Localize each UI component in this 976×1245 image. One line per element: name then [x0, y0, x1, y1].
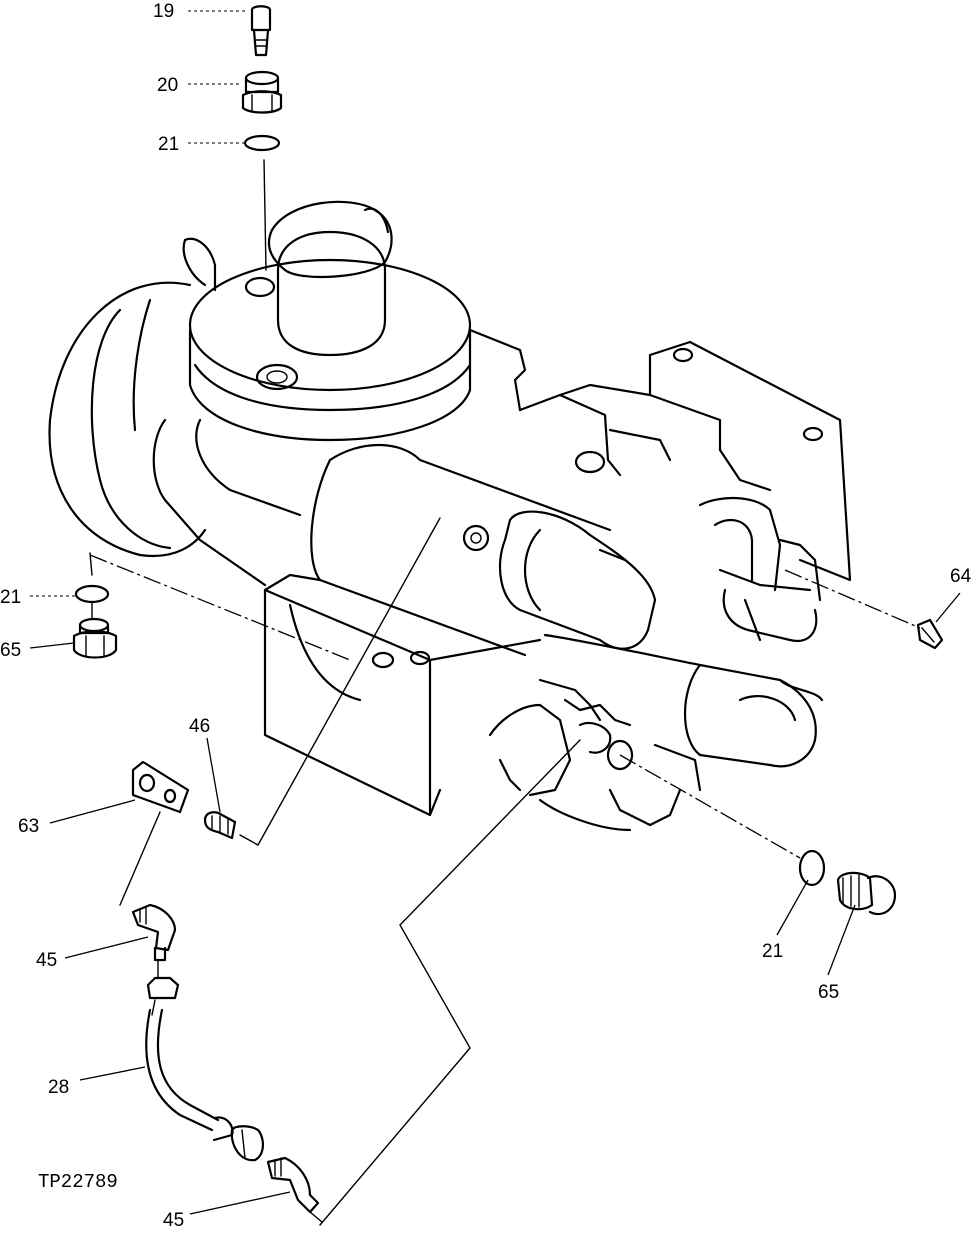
callout-20: 20	[157, 75, 178, 96]
assembly-line-top	[263, 159, 267, 271]
figure-code: TP22789	[38, 1171, 118, 1193]
callout-21-right: 21	[762, 941, 783, 962]
elbow-45-upper-illustration	[131, 903, 177, 962]
o-ring-21-top-illustration	[243, 134, 281, 152]
callout-21-top: 21	[158, 134, 179, 155]
callout-21-left: 21	[0, 587, 21, 608]
callout-19: 19	[153, 1, 174, 22]
adapter-20-illustration	[241, 70, 283, 114]
assembly-lines	[89, 517, 921, 1226]
bracket-63-illustration	[131, 760, 190, 814]
elbow-45-lower-illustration	[266, 1156, 320, 1214]
pump-assembly-illustration	[48, 200, 852, 832]
plug-65-right-illustration	[836, 871, 897, 916]
callout-64: 64	[950, 566, 972, 587]
leader-lines	[29, 10, 961, 1215]
callout-63: 63	[18, 816, 39, 837]
plug-64-illustration	[916, 618, 944, 650]
callout-65-left: 65	[0, 640, 21, 661]
o-ring-21-left-illustration	[74, 584, 110, 604]
callout-45-lower: 45	[163, 1210, 184, 1231]
o-ring-21-right-illustration	[798, 849, 826, 887]
fitting-19-illustration	[250, 5, 272, 57]
callout-45-upper: 45	[36, 950, 57, 971]
callout-46: 46	[189, 716, 210, 737]
fitting-46-illustration	[203, 811, 237, 840]
plug-65-left-illustration	[72, 617, 118, 659]
callout-65-right: 65	[818, 982, 839, 1003]
hose-28-illustration	[145, 976, 264, 1162]
callout-28: 28	[48, 1077, 69, 1098]
